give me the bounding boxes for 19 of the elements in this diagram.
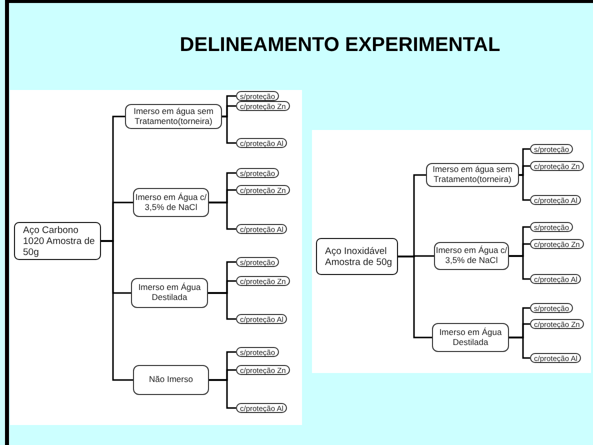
connector-line — [222, 116, 236, 144]
connector-line — [398, 256, 432, 338]
connector-line — [209, 379, 236, 409]
condition-box: Imerso em água sem Tratamento(torneira) — [426, 163, 519, 187]
connector-line — [509, 255, 530, 280]
connector-line — [519, 174, 530, 201]
condition-box: Imerso em Água Destilada — [432, 323, 509, 352]
condition-box: Imerso em Água Destilada — [131, 278, 208, 308]
condition-box: Imerso em água sem Tratamento(torneira) — [125, 104, 222, 129]
sample-box: Aço Carbono 1020 Amostra de 50g — [14, 222, 101, 260]
connector-line — [509, 336, 530, 359]
connector-line — [209, 202, 236, 230]
condition-box: Imerso em Água c/ 3,5% de NaCl — [434, 242, 509, 270]
title: DELINEAMENTO EXPERIMENTAL — [178, 34, 502, 57]
connector-line — [101, 240, 133, 381]
condition-box: Imerso em Água c/ 3,5% de NaCl — [133, 188, 209, 217]
condition-box: Não Imerso — [133, 365, 209, 395]
sample-box: Aço Inoxidável Amostra de 50g — [316, 238, 398, 275]
connector-line — [208, 292, 236, 320]
